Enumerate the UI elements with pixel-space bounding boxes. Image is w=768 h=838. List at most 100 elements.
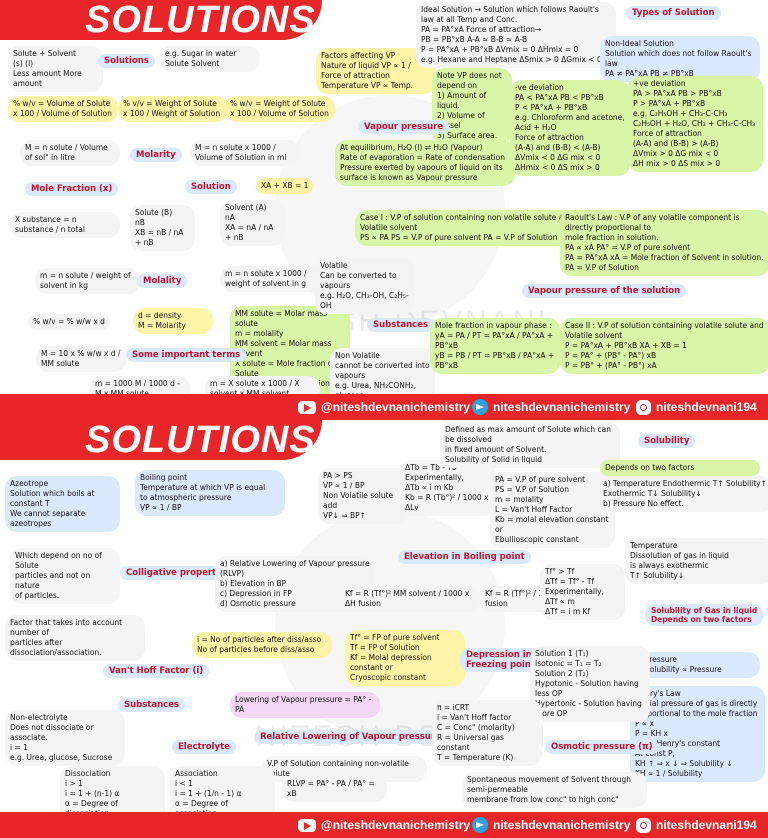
boiling-point: Boiling point Temperature at which VP is… (135, 470, 285, 516)
relative-lowering: Relative Lowering of Vapour pressure (RL… (254, 730, 482, 744)
henry-law: Henry's Law Partial pressure of gas is d… (630, 686, 765, 782)
youtube-link-2[interactable]: @niteshdevnanichemistry (298, 815, 470, 835)
panel-1: SOLUTIONS NITESH DEVNANI Solute + Solven… (0, 0, 768, 395)
solutions-label: Solutions (98, 54, 155, 68)
social-bar-2: @niteshdevnanichemistry niteshdevnaniche… (0, 812, 768, 838)
colligative-label: Colligative properties (120, 566, 236, 580)
osmotic-formula: π = iCRT i = Van't Hoff factor C = Conc"… (432, 700, 542, 766)
important-terms-label: Some important terms (126, 348, 247, 362)
youtube-handle-2: @niteshdevnanichemistry (321, 818, 471, 832)
volatile: Volatile Can be converted to vapours e.g… (315, 258, 415, 314)
substances-label-2: Substances (118, 698, 186, 712)
spontaneous-movement: Spontaneous movement of Solvent through … (462, 772, 647, 808)
instagram-handle-2: niteshdevnani194 (656, 818, 757, 832)
solute-solvent: Solute + Solvent (s) (l) Less amount Mor… (8, 46, 103, 92)
title-banner: SOLUTIONS (0, 0, 322, 40)
depends-two-factors: Depends on two factors (600, 460, 760, 476)
telegram-link[interactable]: niteshdevnanichemistry (472, 397, 630, 417)
xa-xb: XA + XB = 1 (256, 178, 314, 194)
electrolyte-label: Electrolyte (172, 740, 236, 754)
eg-sugar: e.g. Sugar in water Solute Solvent (160, 46, 260, 72)
molarity-left: M = n solute / Volume of sol" in litre (20, 140, 120, 166)
delta-tb: ΔTb = Tb - Tb° Experimentally, ΔTb ∝ i m… (400, 460, 495, 516)
association: Association i < 1 i = 1 + (1/n - 1) α α … (170, 766, 275, 814)
panel-2: SOLUTIONS NITESH DEVNANI Azeotrope Solut… (0, 420, 768, 814)
colligative-def: Which depend on no of Solute particles a… (10, 548, 120, 604)
title-banner-2: SOLUTIONS (0, 420, 322, 460)
vp-of-solution: Vapour pressure of the solution (522, 284, 687, 298)
instagram-icon (636, 817, 651, 833)
azeotrope: Azeotrope Solution which boils at consta… (5, 476, 120, 532)
rlvp-formula: RLVP = PA° - PA / PA° = xB (282, 776, 387, 802)
molality-right: m = n solute x 1000 / weight of solvent … (220, 266, 325, 292)
non-electrolyte: Non-electrolyte Does not dissociate or a… (5, 710, 125, 766)
vv-formula: % v/v = Weight of Solute x 100 / Weight … (118, 96, 228, 122)
density-molarity: d = density M = Molarity (133, 308, 213, 334)
vapour-pressure-label: Vapour pressure (358, 120, 450, 134)
case-2: Case II : V.P of solution containing vol… (560, 318, 768, 374)
page-title: SOLUTIONS (85, 0, 316, 41)
wv-d: % w/v = % w/w x d (28, 314, 110, 330)
vant-hoff-def: Factor that takes into account number of… (5, 615, 145, 661)
instagram-link[interactable]: niteshdevnani194 (636, 397, 757, 417)
page-title-2: SOLUTIONS (85, 420, 316, 461)
substances-label: Substances (367, 318, 435, 332)
case-1: Case I : V.P of solution containing non … (355, 210, 580, 246)
negative-deviation: -ve deviation PA < PA°xA PB < PB°xB P < … (510, 80, 630, 176)
vant-hoff-label: Van't Hoff Factor (i) (103, 664, 210, 678)
social-bar-1: @niteshdevnanichemistry niteshdevnaniche… (0, 394, 768, 420)
mole-fraction-label: Mole Fraction (x) (25, 182, 119, 196)
temperature-factor: a) Temperature Endothermic T↑ Solubility… (598, 476, 768, 512)
telegram-icon (472, 817, 488, 833)
positive-deviation: +ve deviation PA > PA°xA PB > PB°xB P > … (628, 76, 763, 172)
colligative-list: a) Relative Lowering of Vapour pressure … (215, 556, 375, 612)
solubility-def: Defined as max amount of Solute which ca… (440, 422, 620, 468)
tf-terms: Tf° = FP of pure solvent Tf = FP of Solu… (345, 630, 465, 686)
kf-formula: Kf = R (Tf°)² MM solvent / 1000 x ΔH fus… (340, 586, 480, 612)
solution-label: Solution (185, 180, 237, 194)
m2-formula: m = X solute x 1000 / X solvent x MM sol… (205, 376, 320, 395)
non-ideal-solution: Non-Ideal Solution Solution which does n… (600, 36, 760, 82)
ideal-solution: Ideal Solution → Solution which follows … (416, 2, 616, 68)
solubility-gas: Solubility of Gas in liquid Depends on t… (645, 604, 764, 626)
vp-bp: PA > PS VP ∝ 1 / BP Non Volatile solute … (318, 468, 408, 524)
mole-fraction-vapour: Mole fraction in vapour phase : yA = PA … (430, 318, 560, 374)
instagram-link-2[interactable]: niteshdevnani194 (636, 815, 757, 835)
m-formula: M = 10 x % w/w x d / MM solute (36, 346, 126, 372)
rlvp: Lowering of Vapour pressure = PA° - PA (230, 692, 380, 718)
telegram-icon (472, 399, 488, 415)
non-volatile: Non Volatile cannot be converted into va… (330, 348, 435, 395)
molality-label: Molality (137, 274, 188, 288)
molarity-right: M = n solute x 1000 / Volume of Solution… (190, 140, 300, 166)
osmotic-pressure: Osmotic pressure (π) (545, 740, 659, 754)
equilibrium: At equilibrium, H₂O (l) ⇌ H₂O (Vapour) R… (335, 140, 515, 186)
i-formula: i = No of particles after diss/asso No o… (192, 632, 332, 658)
m1-formula: m = 1000 M / 1000 d - M x MM solute (90, 376, 190, 395)
raoult-law: Raoult's Law : V.P of any volatile compo… (560, 210, 768, 276)
ww-formula: % w/v = Weight of Solute x 100 / Volume … (225, 96, 335, 122)
wv-formula: % w/v = Volume of Solute x 100 / Volume … (8, 96, 118, 122)
molality-left: m = n solute / weight of solvent in kg (35, 268, 140, 294)
dissociation: Dissociation i > 1 i = 1 + (n-1) α α = D… (60, 766, 165, 814)
youtube-handle: @niteshdevnanichemistry (321, 400, 471, 414)
bp-terms: PA = V.P of pure solvent PS = V.P of Sol… (490, 472, 615, 548)
youtube-icon (298, 818, 316, 832)
depression-fp: Depression in Freezing point (460, 648, 541, 672)
delta-tf: Tf° > Tf ΔTf = Tf° - Tf Experimentally, … (540, 564, 625, 620)
molarity-label: Molarity (130, 148, 182, 162)
telegram-link-2[interactable]: niteshdevnanichemistry (472, 815, 630, 835)
solutions-isotonic: Solution 1 (T₁) Isotonic = T₁ = T₂ Solut… (530, 646, 650, 722)
dissolution-gas: Temperature Dissolution of gas in liquid… (625, 538, 768, 584)
instagram-icon (636, 399, 651, 415)
types-of-solution: Types of Solution (626, 6, 721, 20)
instagram-handle: niteshdevnani194 (656, 400, 757, 414)
telegram-handle-2: niteshdevnanichemistry (493, 818, 631, 832)
solubility-label: Solubility (638, 434, 696, 448)
solvent-a: Solvent (A) nA XA = nA / nA + nB (220, 200, 285, 246)
solute-b: Solute (B) nB XB = nB / nA + nB (130, 205, 195, 251)
mole-fraction: X substance = n substance / n total (10, 212, 120, 238)
telegram-handle: niteshdevnanichemistry (493, 400, 631, 414)
youtube-icon (298, 400, 316, 414)
youtube-link[interactable]: @niteshdevnanichemistry (298, 397, 470, 417)
pressure: Pressure Solubility ∝ Pressure (640, 652, 760, 678)
